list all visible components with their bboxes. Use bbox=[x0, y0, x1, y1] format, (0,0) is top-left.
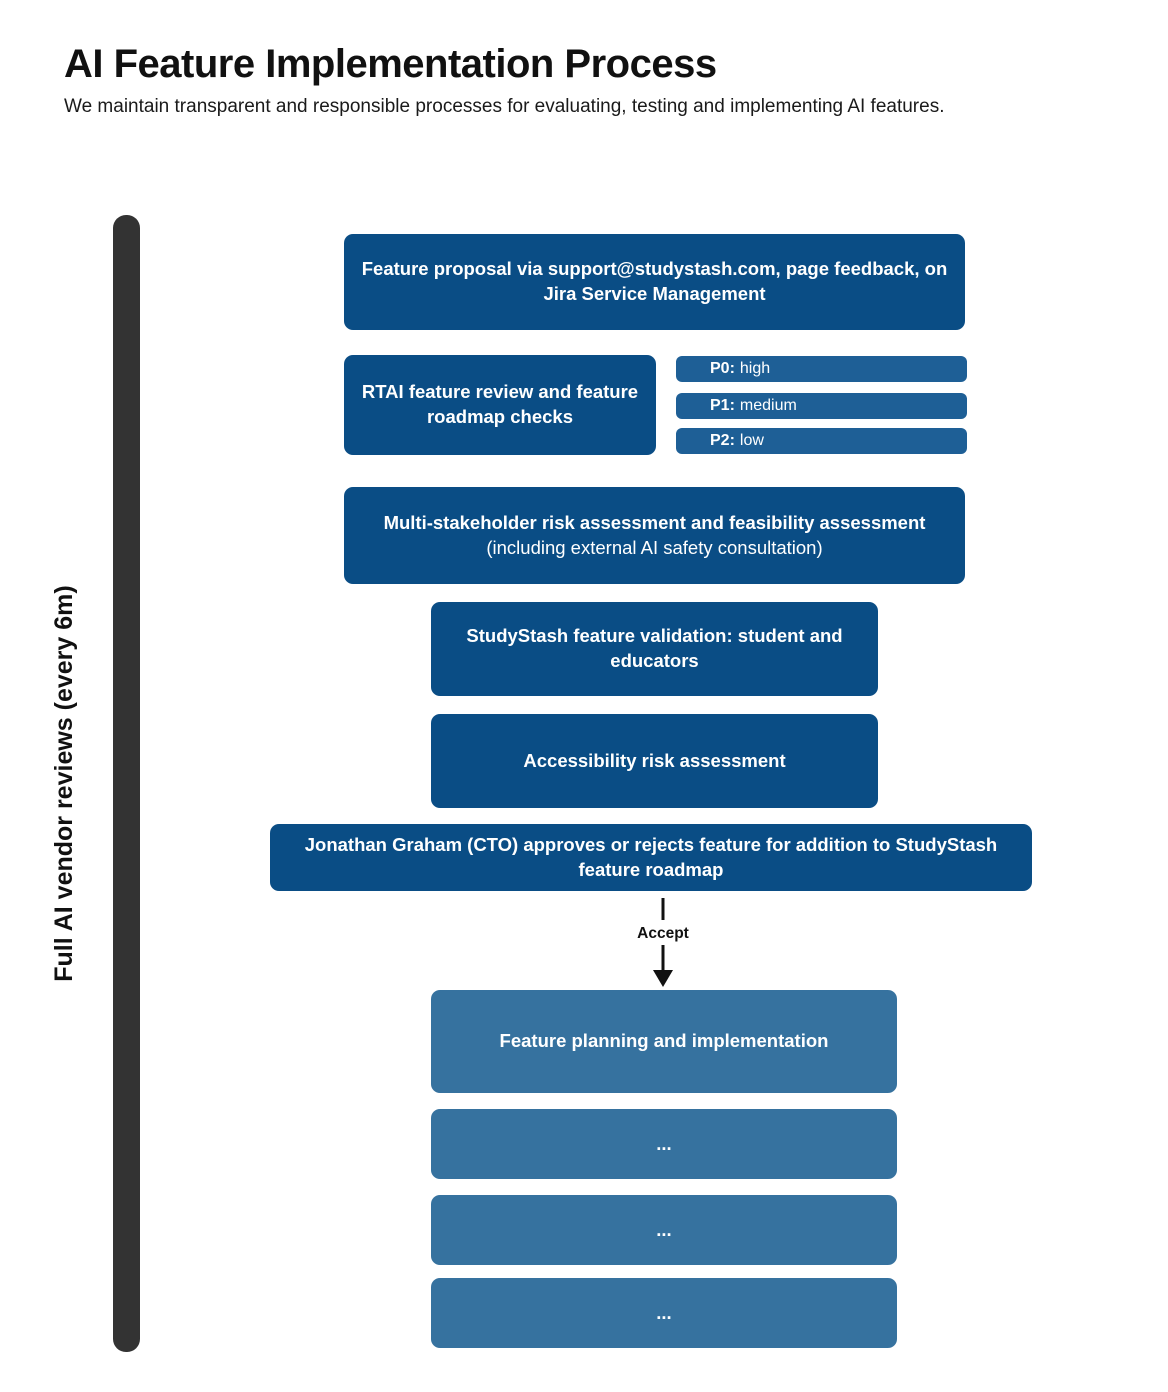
full-vendor-review-label: Full AI vendor reviews (every 6m) bbox=[50, 585, 78, 982]
priority-badge-key: P0: bbox=[710, 360, 735, 377]
flow-step-cto-approval[interactable]: Jonathan Graham (CTO) approves or reject… bbox=[270, 824, 1032, 891]
flow-step-label: ... bbox=[656, 1301, 672, 1323]
flow-step-feature-proposal[interactable]: Feature proposal via support@studystash.… bbox=[344, 234, 965, 330]
priority-badge-value: high bbox=[739, 360, 771, 377]
flow-step-label: Jonathan Graham (CTO) approves or reject… bbox=[304, 833, 998, 880]
flow-step-placeholder-1[interactable]: ... bbox=[431, 1109, 897, 1179]
flow-step-label: Feature planning and implementation bbox=[499, 1030, 829, 1052]
accept-label: Accept bbox=[637, 925, 689, 942]
accept-arrow-icon bbox=[653, 898, 673, 987]
priority-badge-value: low bbox=[739, 432, 764, 449]
full-vendor-review-bar: Full AI vendor reviews (every 6m) bbox=[50, 215, 140, 1352]
page-title: AI Feature Implementation Process bbox=[64, 42, 717, 86]
priority-badge-key: P1: bbox=[710, 397, 735, 414]
priority-badge-p0[interactable]: P0: high bbox=[676, 356, 967, 382]
priority-badge-p1[interactable]: P1: medium bbox=[676, 393, 967, 419]
flow-step-feature-validation[interactable]: StudyStash feature validation: student a… bbox=[431, 602, 878, 696]
flow-step-label: StudyStash feature validation: student a… bbox=[466, 625, 843, 671]
flow-step-label: Accessibility risk assessment bbox=[523, 749, 786, 771]
flow-step-risk-assessment[interactable]: Multi-stakeholder risk assessment and fe… bbox=[344, 487, 965, 584]
flow-step-placeholder-2[interactable]: ... bbox=[431, 1195, 897, 1265]
flow-step-label: ... bbox=[656, 1218, 672, 1240]
page-subtitle: We maintain transparent and responsible … bbox=[64, 96, 945, 117]
flow-step-placeholder-3[interactable]: ... bbox=[431, 1278, 897, 1348]
flow-step-label: RTAI feature review and feature roadmap … bbox=[361, 381, 639, 427]
priority-badge-value: medium bbox=[739, 397, 797, 414]
flow-step-feature-planning[interactable]: Feature planning and implementation bbox=[431, 990, 897, 1093]
priority-badge-p2[interactable]: P2: low bbox=[676, 428, 967, 454]
accept-connector: Accept bbox=[600, 898, 726, 988]
flow-step-label: Feature proposal via support@studystash.… bbox=[361, 258, 948, 304]
priority-badge-key: P2: bbox=[710, 432, 735, 449]
flow-step-label: Multi-stakeholder risk assessment and fe… bbox=[383, 511, 926, 558]
flow-step-accessibility-risk[interactable]: Accessibility risk assessment bbox=[431, 714, 878, 808]
flow-step-rtai-review[interactable]: RTAI feature review and feature roadmap … bbox=[344, 355, 656, 455]
flow-step-label: ... bbox=[656, 1132, 672, 1154]
